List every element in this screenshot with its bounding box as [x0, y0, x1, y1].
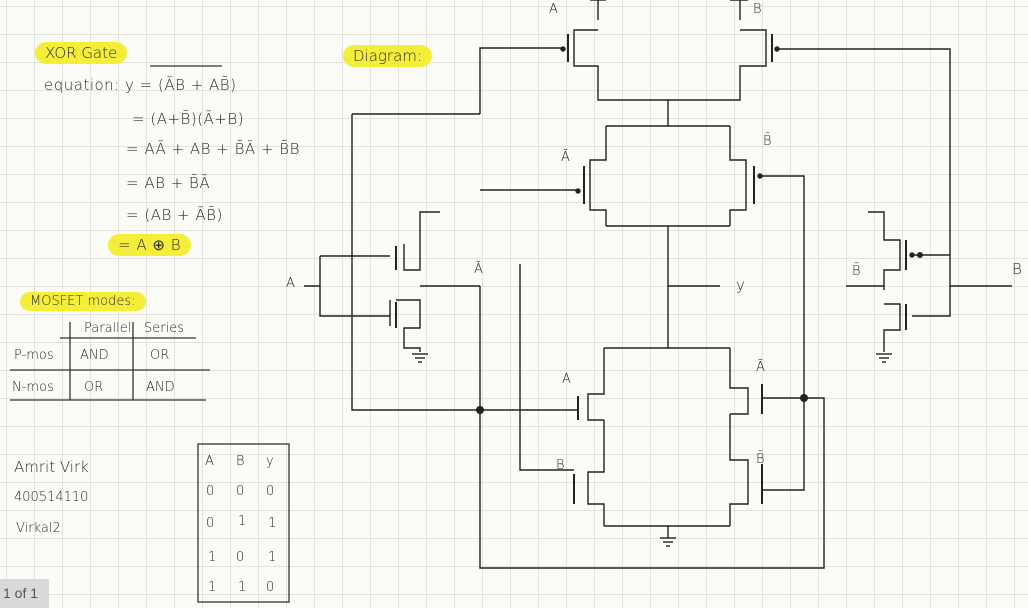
truth-cell: 0	[206, 516, 215, 531]
junction-dot	[800, 394, 808, 402]
label-nmos-abar: Ā	[756, 360, 765, 375]
right-inverter	[846, 211, 1012, 352]
mosfet-nmos-series: AND	[146, 380, 175, 395]
equation-line-1: equation: y = (ĀB + AB̄)	[44, 76, 237, 94]
truth-cell: 0	[206, 484, 215, 499]
mosfet-col-series: Series	[144, 321, 184, 336]
nmos-abar	[729, 348, 763, 415]
mid-pmos-bbar	[729, 126, 763, 226]
mid-merge-wire	[606, 125, 730, 348]
truth-header-a: A	[205, 454, 214, 469]
ground-bottom	[660, 537, 676, 547]
label-right-output-bbar: B̄	[852, 264, 861, 279]
equation-line-4: = AB + B̄Ā	[126, 174, 211, 192]
label-nmos-a: A	[562, 372, 571, 387]
truth-cell: 0	[236, 484, 245, 499]
mosfet-pmos-parallel: AND	[80, 348, 109, 363]
junction-dot	[476, 406, 484, 414]
nmos-b	[573, 420, 605, 526]
equation-line-5: = (AB + ĀB̄)	[126, 206, 223, 224]
label-mid-bbar: B̄	[763, 134, 772, 149]
author-username: Virkal2	[16, 521, 61, 536]
wire-a-to-top-pmos	[351, 47, 578, 411]
top-merge-wire	[597, 80, 741, 126]
nmos-bbar	[729, 414, 763, 526]
label-top-a: A	[549, 2, 558, 17]
mosfet-modes-title: MOSFET modes:	[20, 292, 146, 311]
label-output-y: y	[736, 276, 745, 294]
label-right-input-b: B	[1012, 260, 1022, 278]
truth-cell: 1	[238, 514, 247, 529]
wire-bbar-to-nmos	[762, 398, 805, 491]
xor-gate-title: XOR Gate	[35, 42, 128, 64]
ground-left-inverter	[412, 353, 428, 363]
equation-line-6: = A ⊕ B	[108, 234, 192, 256]
truth-cell: 1	[268, 550, 277, 565]
truth-cell: 0	[266, 484, 275, 499]
mosfet-col-parallel: Parallel	[84, 321, 132, 336]
truth-cell: 1	[208, 580, 217, 595]
mosfet-pmos-series: OR	[150, 348, 170, 363]
truth-cell: 0	[266, 580, 275, 595]
label-nmos-b: B	[556, 458, 565, 473]
label-top-b: B	[753, 2, 762, 17]
wire-bbar-to-mid	[760, 175, 805, 398]
mosfet-row-label-nmos: N-mos	[12, 380, 54, 395]
mosfet-nmos-parallel: OR	[84, 380, 104, 395]
label-left-output-abar: Ā	[474, 262, 483, 277]
ground-right-inverter	[876, 353, 892, 363]
wire-b-top	[777, 48, 951, 255]
equation-line-2: = (A+B̄)(Ā+B)	[132, 110, 245, 128]
author-name: Amrit Virk	[14, 458, 89, 476]
truth-cell: 1	[268, 516, 277, 531]
label-nmos-bbar: B̄	[756, 452, 765, 467]
truth-cell: 1	[238, 580, 247, 595]
page-indicator: 1 of 1	[0, 579, 49, 608]
truth-cell: 1	[208, 550, 217, 565]
author-id: 400514110	[14, 490, 89, 505]
junction-dot	[917, 252, 923, 258]
mosfet-row-label-pmos: P-mos	[14, 348, 54, 363]
equation-line-3: = AĀ + AB + B̄Ā + B̄B	[126, 140, 300, 158]
mid-pmos-abar	[575, 126, 607, 226]
label-left-input-a: A	[286, 276, 295, 291]
diagram-label: Diagram:	[343, 45, 432, 67]
truth-cell: 0	[236, 550, 245, 565]
top-pmos-a	[560, 0, 606, 80]
left-inverter	[304, 211, 480, 352]
truth-header-y: y	[266, 454, 274, 469]
nmos-a	[577, 348, 605, 421]
wire-b-nmos	[519, 264, 574, 471]
nmos-merge-wire	[604, 347, 730, 538]
truth-header-b: B	[236, 454, 245, 469]
top-pmos-b	[730, 0, 780, 80]
label-mid-abar: Ā	[561, 150, 570, 165]
